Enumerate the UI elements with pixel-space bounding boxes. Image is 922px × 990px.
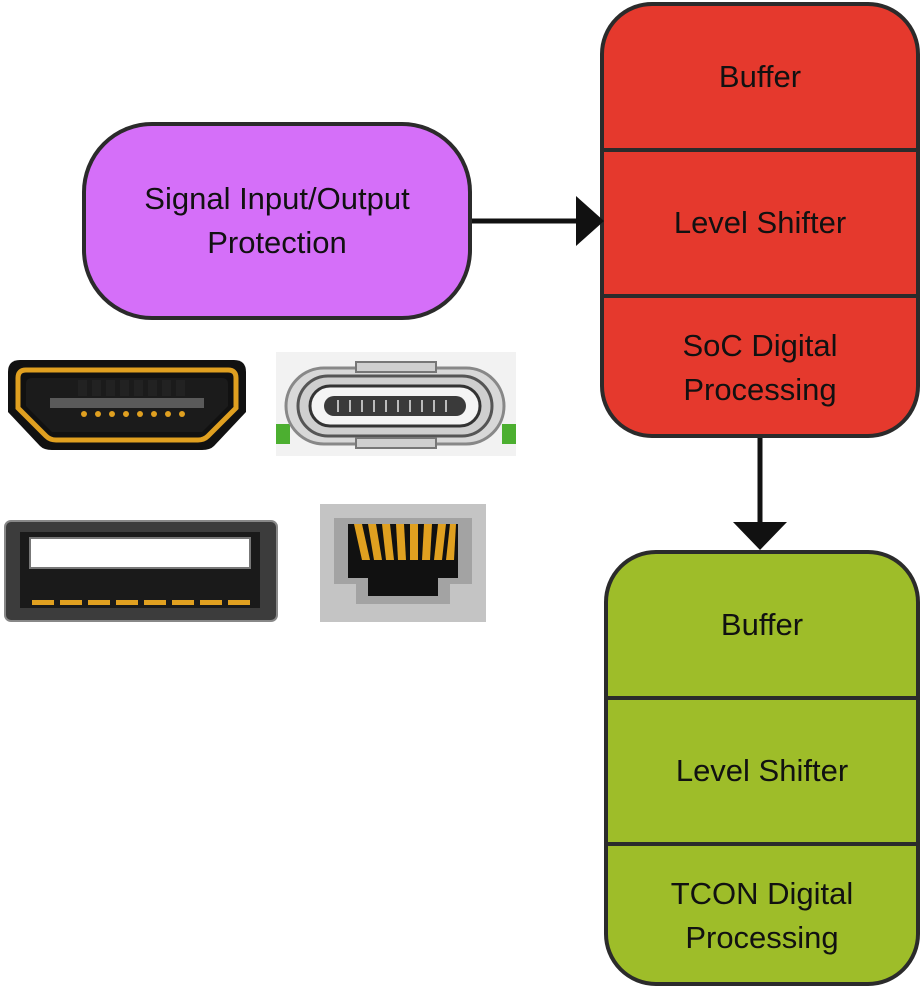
usb-c-connector-icon — [276, 352, 516, 456]
soc-divider-1 — [604, 148, 916, 152]
protection-block: Signal Input/Output Protection — [82, 122, 472, 320]
tcon-level-shifter-label: Level Shifter — [675, 753, 849, 788]
tcon-digital-processing-label: TCON Digital Processing — [670, 876, 854, 955]
arrow-soc-to-tcon — [733, 438, 787, 550]
soc-level-shifter-label: Level Shifter — [673, 205, 847, 240]
usb-a-connector-icon — [4, 520, 278, 622]
soc-divider-2 — [604, 294, 916, 298]
protection-label: Signal Input/Output Protection — [144, 181, 410, 260]
rj45-connector-icon — [320, 504, 486, 622]
tcon-block: Buffer Level Shifter TCON Digital Proces… — [604, 550, 920, 986]
arrow-protection-to-soc — [472, 196, 604, 246]
tcon-divider-2 — [608, 842, 916, 846]
tcon-buffer-label: Buffer — [720, 607, 804, 642]
soc-digital-processing-label: SoC Digital Processing — [682, 328, 838, 407]
hdmi-connector-icon — [8, 360, 246, 450]
soc-buffer-label: Buffer — [718, 59, 802, 94]
tcon-divider-1 — [608, 696, 916, 700]
